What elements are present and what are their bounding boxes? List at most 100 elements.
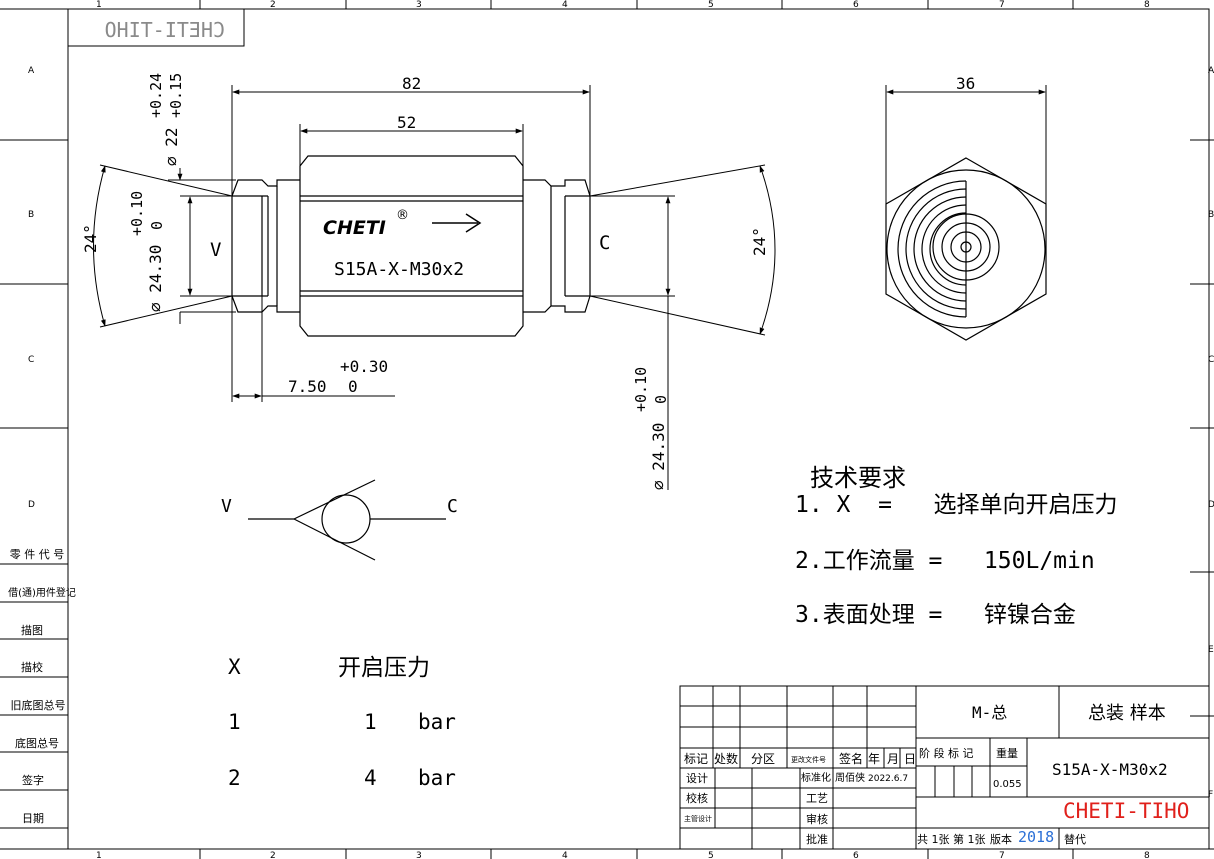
dimension-d2430-right-label: ⌀ 24.30	[649, 423, 668, 490]
col-label-bottom: 2	[270, 851, 276, 859]
registered-mark: ®	[396, 208, 409, 223]
role-label: 设计	[686, 772, 708, 785]
sign-date: 2022.6.7	[868, 774, 908, 784]
strip-label: 旧底图总号	[11, 698, 66, 712]
row-label-left: A	[28, 66, 35, 76]
version-label: 版本	[990, 832, 1012, 846]
drawing-name: 总装 样本	[1088, 703, 1166, 724]
grid-column-labels: 1 2 3 4 5 6 7 8 1 2 3 4 5 6 7 8	[96, 0, 1150, 859]
col-label-top: 4	[562, 0, 568, 10]
dimension-d2430-left-tol-upper: +0.10	[128, 191, 146, 236]
tech-req-item: 3.表面处理 = 锌镍合金	[795, 602, 1076, 628]
row-label-left: C	[28, 355, 34, 365]
row-label-right: D	[1208, 500, 1214, 510]
rev-header: 更改文件号	[791, 755, 826, 764]
dimension-d2430-left	[180, 195, 232, 297]
dimension-750-tol-lower: 0	[348, 377, 358, 396]
col-label-top: 3	[416, 0, 422, 10]
col-label-bottom: 8	[1144, 851, 1150, 859]
col-label-bottom: 4	[562, 851, 568, 859]
symbol-label-out: C	[447, 496, 458, 517]
flow-direction-arrow	[432, 213, 482, 233]
brand-mark: CHETI	[323, 217, 386, 239]
symbol-label-in: V	[221, 496, 232, 517]
rev-header: 处数	[714, 751, 738, 766]
angle-dimension-left	[93, 164, 233, 328]
port-label-in: V	[210, 239, 221, 261]
company-name: CHETI-TIHO	[1063, 799, 1189, 823]
row-label-right: E	[1208, 645, 1214, 655]
watermark-box: CHETI-TIHO	[67, 8, 245, 47]
pressure-cell: 1	[228, 710, 241, 734]
col-label-bottom: 3	[416, 851, 422, 859]
dimension-d22-tol-lower: +0.15	[167, 73, 185, 118]
drawing-code: M-总	[972, 703, 1007, 722]
dimension-d2430-left-label: ⌀ 24.30	[146, 245, 165, 312]
pressure-cell: bar	[418, 766, 456, 790]
dimension-750-label: 7.50	[288, 377, 327, 396]
strip-label: 描图	[21, 623, 43, 637]
replace-label: 替代	[1064, 832, 1086, 846]
dimension-d2430-right-tol-upper: +0.10	[632, 367, 650, 412]
drawing-number: S15A-X-M30x2	[1052, 760, 1168, 779]
rev-header: 签名	[839, 751, 863, 766]
dimension-750	[231, 296, 395, 402]
col-label-bottom: 6	[853, 851, 859, 859]
version-value: 2018	[1018, 828, 1054, 846]
rev-header: 日	[904, 752, 916, 766]
dimension-d22-label: ⌀ 22	[162, 127, 181, 166]
angle-dimension-right	[589, 164, 776, 336]
dimension-d2430-right	[590, 195, 675, 490]
row-label-right: C	[1208, 355, 1214, 365]
signer-name: 周佰侠	[835, 771, 865, 784]
col-label-bottom: 7	[999, 851, 1005, 859]
tech-req-item: 1. X = 选择单向开启压力	[795, 492, 1117, 518]
angle-label-left: 24°	[81, 224, 100, 253]
pressure-cell: 4	[364, 766, 377, 790]
row-label-right: F	[1208, 790, 1213, 800]
strip-label: 日期	[22, 812, 44, 825]
opening-pressure-table: X 开启压力 1 1 bar 2 4 bar	[228, 655, 456, 790]
pressure-cell: 2	[228, 766, 241, 790]
rev-header: 分区	[751, 752, 775, 766]
row-label-left: B	[28, 210, 34, 220]
strip-label: 零 件 代 号	[10, 548, 65, 561]
dimension-d2430-left-tol-lower: 0	[148, 221, 166, 230]
role-label: 校核	[686, 791, 708, 805]
stage-label: 阶 段 标 记	[919, 746, 974, 760]
dimension-82	[231, 85, 591, 196]
dimension-52	[299, 124, 524, 166]
dimension-82-label: 82	[402, 74, 421, 93]
weight-label: 重量	[996, 746, 1018, 760]
title-block-text: 标记 处数 分区 更改文件号 签名 年 月 日 设计 校核 主管设计 标准化 工…	[684, 703, 1189, 846]
dimension-d22-tol-upper: +0.24	[147, 73, 165, 118]
sheet-info: 共 1张 第 1张	[917, 832, 986, 846]
col-label-bottom: 1	[96, 851, 102, 859]
grid-row-labels: A B C D A B C D E F	[28, 66, 1214, 800]
valve-end-view	[885, 157, 1047, 341]
dimension-36-label: 36	[956, 74, 975, 93]
col-label-top: 8	[1144, 0, 1150, 10]
role-label: 标准化	[801, 771, 831, 784]
strip-label: 借(通)用件登记	[8, 586, 76, 599]
mirrored-watermark: CHETI-TIHO	[105, 18, 225, 42]
tech-req-item: 2.工作流量 = 150L/min	[795, 548, 1095, 574]
row-label-left: D	[28, 500, 35, 510]
dimension-d2430-right-tol-lower: 0	[652, 395, 670, 404]
row-label-right: A	[1208, 66, 1214, 76]
dimension-d22	[168, 168, 236, 324]
role-label: 审核	[806, 812, 828, 826]
left-record-strip: 零 件 代 号 借(通)用件登记 描图 描校 旧底图总号 底图总号 签字 日期	[0, 548, 76, 829]
rev-header: 标记	[684, 752, 708, 766]
pressure-header-value: 开启压力	[338, 655, 430, 681]
dimension-36	[885, 85, 1047, 204]
port-label-out: C	[599, 232, 610, 254]
rev-header: 年	[868, 752, 880, 766]
technical-requirements: 技术要求 1. X = 选择单向开启压力 2.工作流量 = 150L/min 3…	[795, 464, 1117, 628]
role-label: 主管设计	[684, 814, 712, 823]
col-label-top: 6	[853, 0, 859, 10]
model-mark: S15A-X-M30x2	[334, 259, 464, 280]
weight-value: 0.055	[993, 779, 1022, 790]
pressure-header-x: X	[228, 655, 241, 679]
